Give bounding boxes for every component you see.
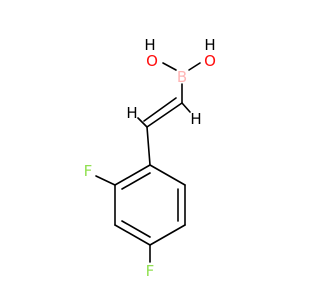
vinyl-hydrogen-right: H: [190, 110, 201, 128]
bond-vinyl-ring: [146, 126, 151, 166]
boron-atom: B: [177, 68, 187, 86]
bond-vinyl-double-b: [143, 97, 177, 122]
fluorine-ortho: F: [84, 162, 93, 180]
bond-c-f-ortho: [95, 175, 116, 186]
ring-bond-3: [114, 224, 151, 246]
bond-vinyl-double-a: [146, 102, 183, 128]
hydroxyl-right-h: H: [204, 36, 215, 54]
bond-o-b-right: [188, 62, 201, 71]
hydroxyl-left-o: O: [146, 52, 158, 70]
bond-c-h-right: [181, 102, 191, 113]
ring-bond-6: [149, 164, 186, 186]
hydroxyl-left-h: H: [144, 36, 155, 54]
bond-c-h-left: [137, 117, 148, 128]
fluorine-para: F: [146, 262, 155, 280]
molecule-structure: H O H O B H H F F: [84, 36, 216, 280]
ring-double-1: [121, 172, 151, 190]
ring-bond-4: [149, 224, 186, 246]
ring-double-2: [121, 220, 151, 238]
vinyl-hydrogen-left: H: [126, 104, 137, 122]
bonds: [95, 62, 201, 263]
ring-bond-1: [114, 164, 151, 186]
atom-labels: H O H O B H H F F: [84, 36, 216, 280]
hydroxyl-right-o: O: [204, 52, 216, 70]
bond-o-b-left: [162, 62, 177, 71]
